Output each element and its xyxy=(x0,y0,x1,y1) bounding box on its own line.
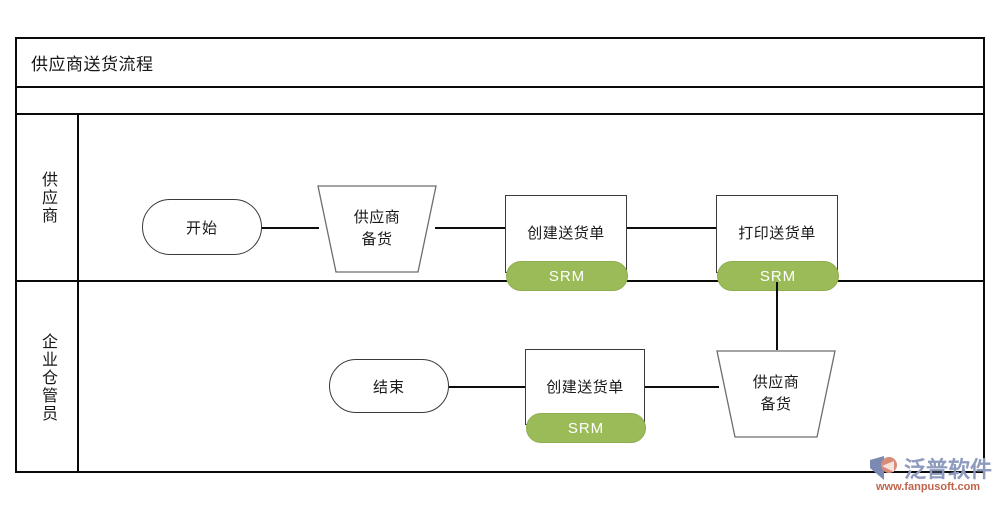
node-print-delivery-note-label: 打印送货单 xyxy=(738,225,816,242)
watermark-url: www.fanpusoft.com xyxy=(876,481,981,493)
connector-create2-to-end xyxy=(449,386,525,388)
lane-label-supplier: 供应商 xyxy=(39,170,56,225)
node-supplier-prep-1[interactable]: 供应商 备货 xyxy=(317,185,437,273)
watermark: 泛普软件 www.fanpusoft.com xyxy=(868,452,992,500)
node-supplier-prep-1-line2: 备货 xyxy=(361,230,393,248)
badge-srm-print: SRM xyxy=(717,261,839,291)
lane-body-supplier: 开始 供应商 备货 创建送货单 xyxy=(79,115,983,306)
fanpu-logo-icon xyxy=(870,456,897,480)
badge-srm-create-1: SRM xyxy=(506,261,628,291)
connector-prep2-to-create2 xyxy=(645,386,719,388)
lane-container: 供应商 开始 xyxy=(17,115,983,473)
header-spacer-row xyxy=(17,88,983,115)
node-print-delivery-note[interactable]: 打印送货单 xyxy=(716,195,838,273)
lane-header-warehouse-keeper: 企业仓管员 xyxy=(17,282,79,473)
node-supplier-prep-1-label: 供应商 备货 xyxy=(317,207,437,251)
watermark-brand: 泛普软件 xyxy=(904,457,993,482)
node-create-delivery-note-2[interactable]: 创建送货单 xyxy=(525,349,645,425)
node-end[interactable]: 结束 xyxy=(329,359,449,413)
connector-create-to-print xyxy=(626,227,716,229)
node-create-delivery-note-1[interactable]: 创建送货单 xyxy=(505,195,627,273)
node-supplier-prep-2-line2: 备货 xyxy=(760,395,792,413)
node-supplier-prep-2-label: 供应商 备货 xyxy=(716,372,836,416)
lane-label-warehouse-keeper: 企业仓管员 xyxy=(39,332,56,423)
node-create-delivery-note-1-label: 创建送货单 xyxy=(527,225,605,242)
connector-start-to-prep xyxy=(261,227,319,229)
connector-prep-to-create xyxy=(435,227,505,229)
node-create-delivery-note-2-label: 创建送货单 xyxy=(546,379,624,396)
node-supplier-prep-1-line1: 供应商 xyxy=(353,209,401,226)
node-supplier-prep-2[interactable]: 供应商 备货 xyxy=(716,350,836,438)
swimlane-warehouse-keeper: 企业仓管员 结束 创建送货单 xyxy=(17,282,983,473)
trapezoid-shape-icon xyxy=(317,185,437,273)
swimlane-supplier: 供应商 开始 xyxy=(17,115,983,306)
page-title: 供应商送货流程 xyxy=(31,55,154,74)
badge-srm-create-2-label: SRM xyxy=(567,419,605,437)
diagram-title-row: 供应商送货流程 xyxy=(17,39,983,88)
node-supplier-prep-2-line1: 供应商 xyxy=(752,374,800,391)
lane-body-warehouse-keeper: 结束 创建送货单 SRM 供应商 xyxy=(79,282,983,473)
node-start-label: 开始 xyxy=(185,219,218,237)
node-start[interactable]: 开始 xyxy=(142,199,262,255)
badge-srm-create-1-label: SRM xyxy=(548,267,586,285)
trapezoid-shape-icon-2 xyxy=(716,350,836,438)
node-end-label: 结束 xyxy=(372,378,405,396)
badge-srm-create-2: SRM xyxy=(526,413,646,443)
swimlane-frame: 供应商送货流程 供应商 开始 xyxy=(15,37,985,473)
lane-header-supplier: 供应商 xyxy=(17,115,79,280)
connector-down-to-supplier-prep-2 xyxy=(776,282,778,350)
badge-srm-print-label: SRM xyxy=(759,267,797,285)
